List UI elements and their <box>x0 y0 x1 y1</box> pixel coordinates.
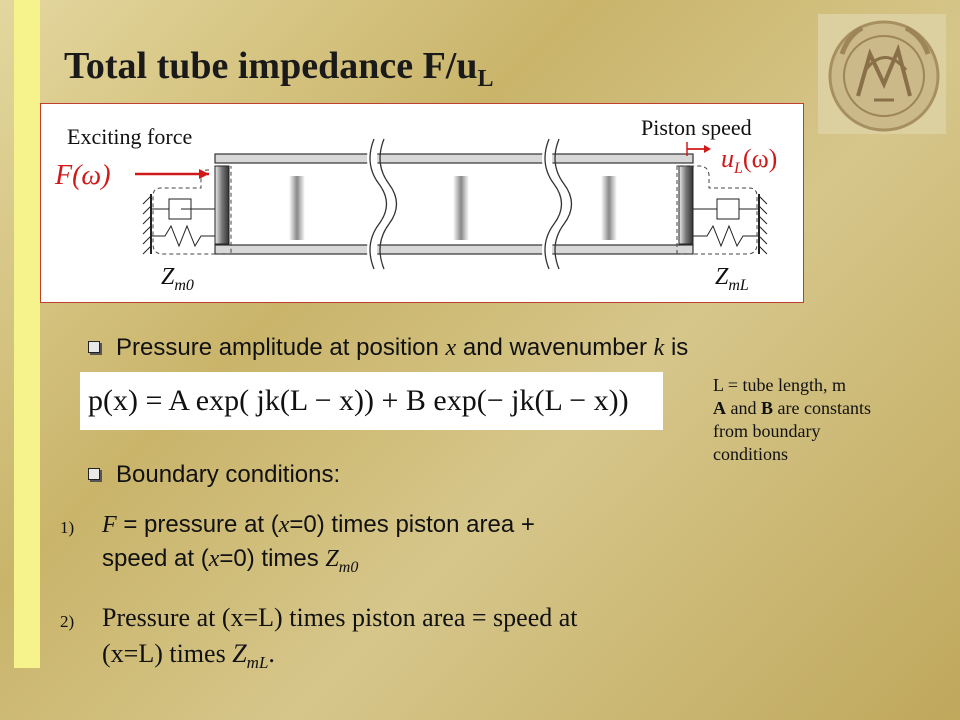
right-piston <box>678 165 694 245</box>
pressure-wave-band <box>601 176 617 240</box>
tube-diagram-drawing <box>135 137 768 271</box>
tube-top-wall <box>214 153 694 164</box>
square-bullet-icon <box>88 468 100 480</box>
slide-title: Total tube impedance F/uL <box>64 45 494 92</box>
left-piston <box>214 165 230 245</box>
condition-2: 2) Pressure at (x=L) times piston area =… <box>60 603 578 673</box>
pressure-equation: p(x) = A exp( jk(L − x)) + B exp(− jk(L … <box>80 372 663 430</box>
equation-text: p(x) = A exp( jk(L − x)) + B exp(− jk(L … <box>88 384 629 417</box>
tube-bottom-wall <box>214 244 694 255</box>
piston-speed-label: Piston speed <box>641 115 752 140</box>
condition-1: 1) F = pressure at (x=0) times piston ar… <box>60 511 535 576</box>
zm0-label: Zm0 <box>161 264 194 294</box>
note-line-2: A and B are constants <box>713 398 871 418</box>
pressure-wave-band <box>453 176 469 240</box>
speed-symbol: uL(ω) <box>721 144 778 178</box>
force-symbol: F(ω) <box>55 160 111 191</box>
bullet-boundary-conditions: Boundary conditions: <box>88 461 340 489</box>
exciting-force-label: Exciting force <box>67 124 193 149</box>
note-line-1: L = tube length, m <box>713 375 846 395</box>
zml-label: ZmL <box>715 264 749 294</box>
note-line-4: conditions <box>713 444 788 464</box>
definitions-note: L = tube length, m A and B are constants… <box>713 374 958 466</box>
university-seal-logo <box>818 14 946 134</box>
bullet-pressure-amplitude: Pressure amplitude at position x and wav… <box>88 334 688 362</box>
tube-diagram: Exciting force Piston speed F(ω) uL(ω) Z… <box>40 103 804 303</box>
note-line-3: from boundary <box>713 421 821 441</box>
square-bullet-icon <box>88 341 100 353</box>
pressure-wave-band <box>289 176 305 240</box>
left-accent-bar <box>14 0 40 668</box>
